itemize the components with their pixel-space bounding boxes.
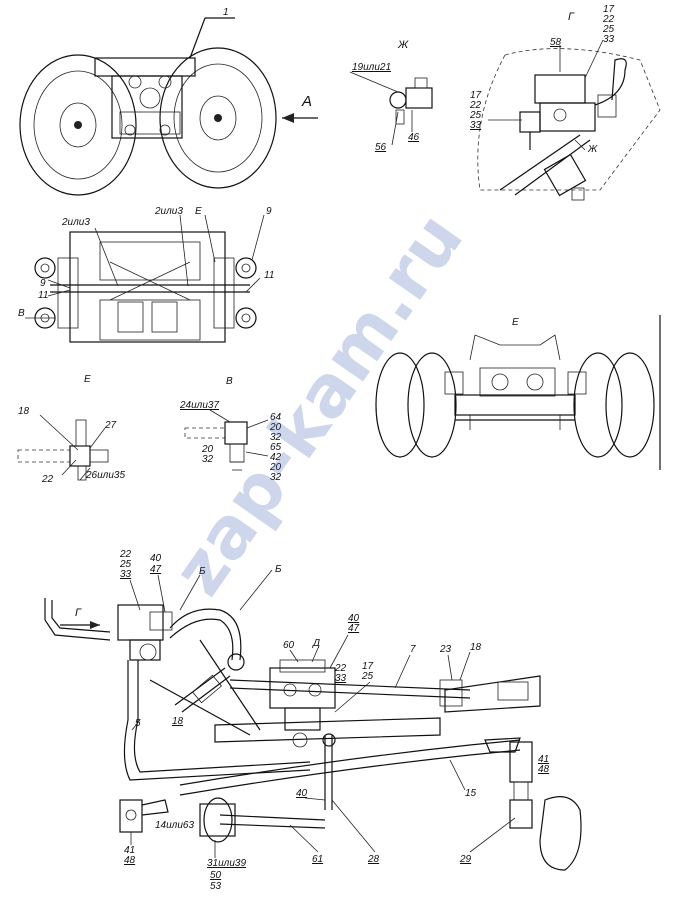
label-33-center: 33 — [335, 673, 347, 684]
label-33-top: 33 — [603, 34, 615, 45]
label-11-left: 11 — [38, 290, 48, 301]
view-d-rear-axle: Е — [375, 315, 661, 470]
section-b-main: Б — [275, 564, 282, 575]
label-53: 53 — [210, 881, 222, 892]
view-zh-valve: Ж 19или21 46 56 — [349, 39, 433, 153]
label-2-or-3-left: 2или3 — [61, 217, 90, 228]
label-27: 27 — [104, 420, 117, 431]
label-25-main: 25 — [119, 559, 132, 570]
label-32-a: 32 — [270, 432, 282, 443]
label-25-top: 25 — [602, 24, 615, 35]
detail-e-tee: Е 18 27 22 26или35 — [17, 374, 125, 485]
view-zh-title: Ж — [397, 39, 409, 51]
label-18-hose: 18 — [172, 716, 184, 727]
label-41-left: 41 — [124, 845, 135, 856]
label-22-center: 22 — [334, 663, 347, 674]
label-17-center: 17 — [362, 661, 374, 672]
view-d-title: Е — [512, 317, 519, 328]
label-46: 46 — [408, 132, 420, 143]
label-17-top: 17 — [603, 4, 615, 15]
label-32-b: 32 — [202, 454, 214, 465]
label-25-center: 25 — [361, 671, 374, 682]
plan-view-axles: 2или3 2или3 Е 9 9 11 11 В — [18, 206, 274, 343]
label-40-center: 40 — [348, 613, 360, 624]
main-assembly: Г — [44, 549, 582, 892]
label-23: 23 — [439, 644, 452, 655]
label-48-left: 48 — [124, 855, 136, 866]
label-26-or-35: 26или35 — [85, 470, 125, 481]
view-g-detail: Г Ж 58 17 22 25 33 17 22 25 33 — [469, 4, 661, 201]
label-40-main: 40 — [150, 553, 162, 564]
label-41-right: 41 — [538, 754, 549, 765]
label-33-side: 33 — [470, 120, 482, 131]
label-11-right: 11 — [264, 270, 274, 281]
label-47-main: 47 — [150, 564, 162, 575]
label-32-c: 32 — [270, 472, 282, 483]
label-2-or-3-right: 2или3 — [154, 206, 183, 217]
view-a-label: A — [301, 93, 312, 110]
detail-v-elbow: В 24или37 64 20 32 20 32 65 42 20 32 — [179, 376, 282, 483]
label-15: 15 — [465, 788, 477, 799]
section-e-mid: Е — [195, 206, 202, 217]
view-g-title: Г — [568, 11, 575, 23]
arrow-g-label: Г — [75, 607, 82, 619]
label-5: 5 — [135, 718, 141, 729]
section-d-main: Д — [312, 638, 320, 649]
label-22-main: 22 — [119, 549, 132, 560]
label-31-or-39: 31или39 — [207, 858, 246, 869]
label-42: 42 — [270, 452, 282, 463]
label-22-side: 22 — [469, 100, 482, 111]
label-19-or-21: 19или21 — [352, 62, 391, 73]
detail-e-title: Е — [84, 374, 91, 385]
label-56: 56 — [375, 142, 387, 153]
label-58: 58 — [550, 37, 562, 48]
label-47-center: 47 — [348, 623, 360, 634]
label-18-detail: 18 — [18, 406, 30, 417]
label-1: 1 — [223, 7, 229, 18]
label-33-main: 33 — [120, 569, 132, 580]
detail-v-title: В — [226, 376, 233, 387]
label-29: 29 — [459, 854, 472, 865]
label-24-or-37: 24или37 — [179, 400, 219, 411]
label-50: 50 — [210, 870, 222, 881]
label-9-right: 9 — [266, 206, 272, 217]
label-61: 61 — [312, 854, 323, 865]
label-20-c: 20 — [269, 462, 282, 473]
label-18-right: 18 — [470, 642, 482, 653]
label-64: 64 — [270, 412, 282, 423]
section-b-top: Б — [199, 566, 206, 577]
zh-arrow-label: Ж — [587, 144, 598, 155]
label-17-side: 17 — [470, 90, 482, 101]
label-20-a: 20 — [269, 422, 282, 433]
label-40-lower: 40 — [296, 788, 308, 799]
label-28: 28 — [367, 854, 380, 865]
view-a-rear-wheels: 1 A — [19, 7, 318, 196]
section-b-left: В — [18, 308, 25, 319]
label-48-right: 48 — [538, 764, 550, 775]
label-60: 60 — [283, 640, 295, 651]
label-22-top: 22 — [602, 14, 615, 25]
label-22-detail: 22 — [41, 474, 54, 485]
label-9-left: 9 — [40, 278, 46, 289]
label-20-b: 20 — [201, 444, 214, 455]
label-65: 65 — [270, 442, 282, 453]
label-25-side: 25 — [469, 110, 482, 121]
label-7: 7 — [410, 644, 416, 655]
label-14-or-63: 14или63 — [155, 820, 194, 831]
